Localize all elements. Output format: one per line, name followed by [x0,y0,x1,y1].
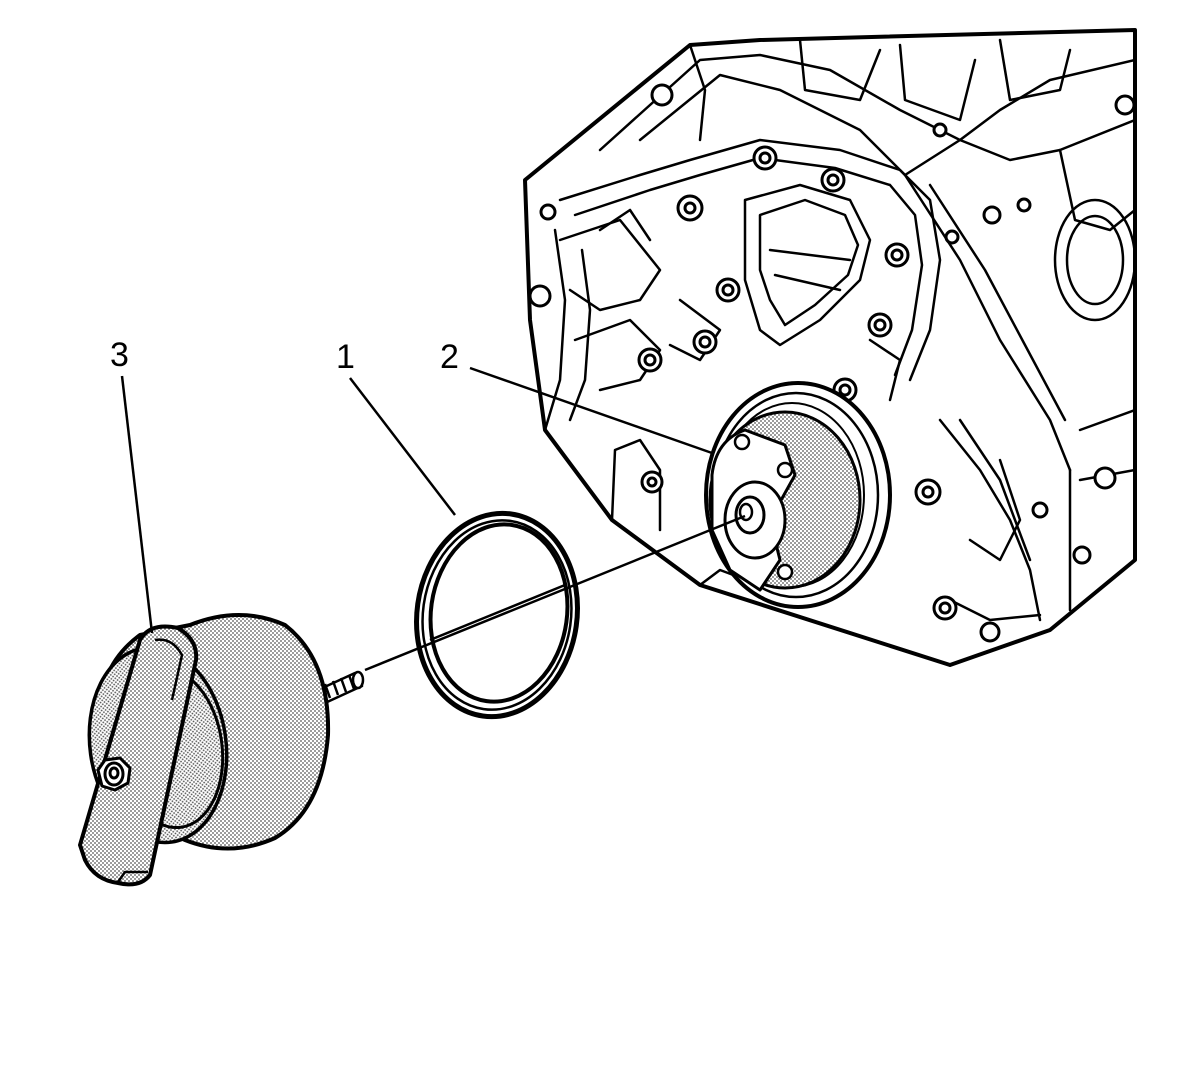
seal [414,510,580,720]
seal-installer-tool [78,613,365,887]
installation-axis-line [364,514,746,672]
leader-line-1 [349,377,456,516]
callout-label-1: 1 [336,338,355,376]
callout-label-3: 3 [110,336,129,374]
crankshaft-front-end [704,381,892,609]
leader-lines [120,366,713,634]
leader-line-2 [469,366,713,455]
callout-label-2: 2 [440,338,459,376]
leader-line-3 [120,375,154,634]
engine-block [523,28,1137,667]
